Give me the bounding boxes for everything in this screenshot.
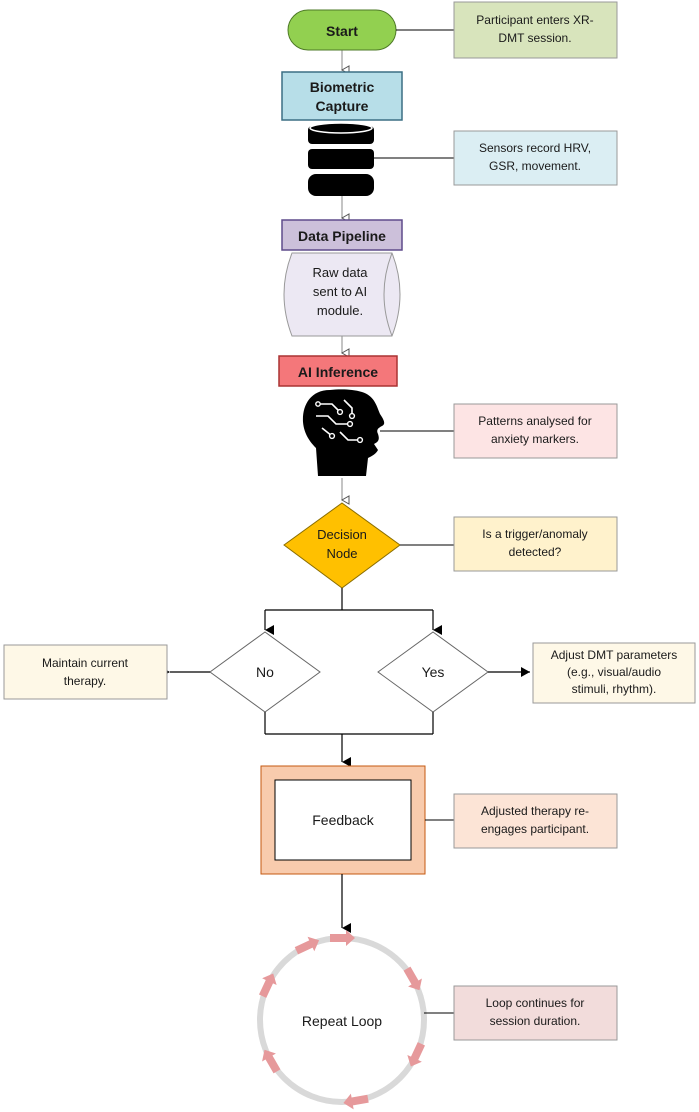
note-adjust: Adjust DMT parameters (e.g., visual/audi… xyxy=(532,642,696,704)
feedback-node: Feedback xyxy=(260,765,426,875)
svg-text:sent to AI: sent to AI xyxy=(313,284,367,299)
loop-arrow-icon xyxy=(330,930,355,946)
note-adjusted: Adjusted therapy re- engages participant… xyxy=(453,793,618,849)
repeat-loop-node: Repeat Loop xyxy=(257,935,427,1105)
svg-text:Node: Node xyxy=(326,546,357,561)
svg-text:Loop continues for: Loop continues for xyxy=(486,996,585,1010)
svg-text:No: No xyxy=(256,664,274,680)
yes-branch-node: Yes xyxy=(377,631,489,713)
note-loop: Loop continues for session duration. xyxy=(453,985,618,1041)
svg-text:Repeat Loop: Repeat Loop xyxy=(302,1013,382,1029)
note-maintain: Maintain current therapy. xyxy=(3,644,168,700)
loop-arrows xyxy=(259,930,425,1110)
svg-text:Decision: Decision xyxy=(317,527,367,542)
no-branch-node: No xyxy=(209,631,321,713)
svg-text:stimuli, rhythm).: stimuli, rhythm). xyxy=(572,682,657,696)
svg-text:therapy.: therapy. xyxy=(64,674,106,688)
loop-arrow-icon xyxy=(407,1042,425,1067)
svg-text:AI Inference: AI Inference xyxy=(298,364,378,380)
loop-arrow-icon xyxy=(294,936,320,955)
loop-arrow-icon xyxy=(403,966,422,991)
svg-text:(e.g., visual/audio: (e.g., visual/audio xyxy=(567,665,661,679)
svg-text:Patterns analysed for: Patterns analysed for xyxy=(478,414,591,428)
biometric-capture-node: Biometric Capture xyxy=(281,71,403,121)
database-icon xyxy=(308,122,374,196)
svg-text:anxiety markers.: anxiety markers. xyxy=(491,432,579,446)
loop-arrow-icon xyxy=(343,1093,369,1110)
loop-arrow-icon xyxy=(259,973,277,998)
svg-text:Capture: Capture xyxy=(316,98,369,114)
svg-text:Yes: Yes xyxy=(422,664,445,680)
ai-inference-node: AI Inference xyxy=(278,355,398,387)
pipeline-note-cylinder: Raw data sent to AI module. xyxy=(283,252,401,337)
svg-text:Maintain current: Maintain current xyxy=(42,656,129,670)
note-trigger: Is a trigger/anomaly detected? xyxy=(453,516,618,572)
svg-text:module.: module. xyxy=(317,303,363,318)
svg-text:Raw data: Raw data xyxy=(313,265,369,280)
svg-text:Adjusted therapy re-: Adjusted therapy re- xyxy=(481,804,589,818)
svg-text:Sensors record HRV,: Sensors record HRV, xyxy=(479,141,591,155)
svg-text:Adjust DMT parameters: Adjust DMT parameters xyxy=(551,648,678,662)
svg-text:session duration.: session duration. xyxy=(490,1014,581,1028)
data-pipeline-node: Data Pipeline xyxy=(281,219,403,251)
note-start: Participant enters XR- DMT session. xyxy=(453,1,618,59)
svg-text:GSR, movement.: GSR, movement. xyxy=(489,159,581,173)
note-patterns: Patterns analysed for anxiety markers. xyxy=(453,403,618,459)
ai-head-icon xyxy=(302,389,385,476)
decision-node: Decision Node xyxy=(283,502,401,589)
branch-split-connector xyxy=(264,588,442,635)
svg-text:Biometric: Biometric xyxy=(310,79,375,95)
svg-text:detected?: detected? xyxy=(509,545,562,559)
svg-text:Data Pipeline: Data Pipeline xyxy=(298,228,386,244)
svg-text:DMT session.: DMT session. xyxy=(498,31,571,45)
loop-arrow-icon xyxy=(262,1049,281,1074)
branch-merge-connector xyxy=(264,712,434,767)
svg-text:Participant enters XR-: Participant enters XR- xyxy=(476,13,593,27)
svg-text:Is a trigger/anomaly: Is a trigger/anomaly xyxy=(482,527,587,541)
start-label: Start xyxy=(326,23,358,39)
svg-text:engages participant.: engages participant. xyxy=(481,822,589,836)
start-node: Start xyxy=(287,9,397,51)
svg-text:Feedback: Feedback xyxy=(312,812,374,828)
note-sensors: Sensors record HRV, GSR, movement. xyxy=(453,130,618,186)
